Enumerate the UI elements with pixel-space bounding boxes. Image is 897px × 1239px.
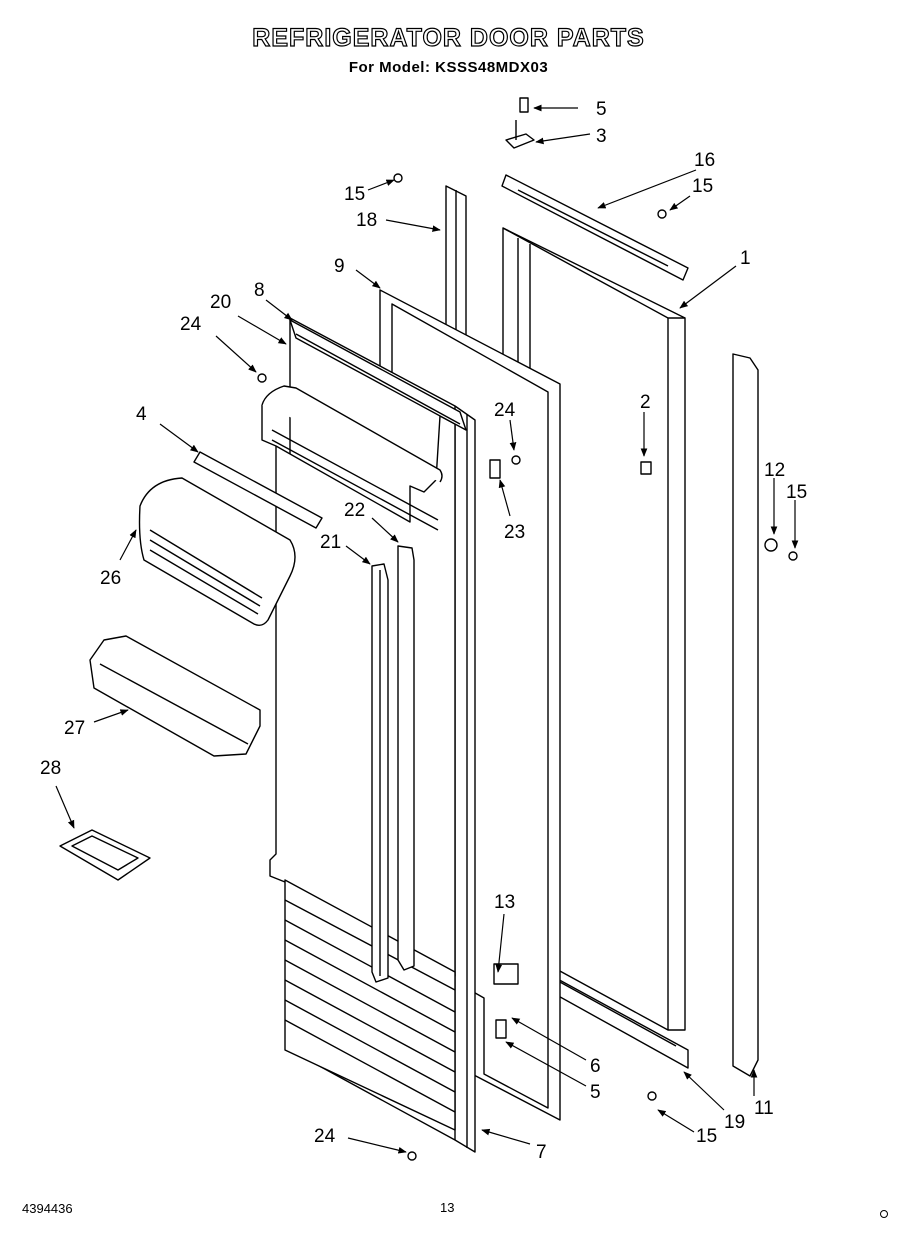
bottom-hinge-icon xyxy=(493,963,519,985)
clip-icon xyxy=(640,461,652,475)
callout-13: 13 xyxy=(494,892,515,913)
screw-icon xyxy=(657,209,667,219)
callout-15-bottom: 15 xyxy=(696,1126,717,1147)
callout-24-upper-left: 24 xyxy=(180,314,202,335)
screw-icon xyxy=(788,551,798,561)
callout-26: 26 xyxy=(100,568,121,589)
callout-5-top: 5 xyxy=(596,99,607,120)
callout-15-top-right: 15 xyxy=(692,176,713,197)
door-bin xyxy=(89,635,261,757)
shelf-retainer-21 xyxy=(371,563,389,983)
callout-7: 7 xyxy=(536,1142,547,1163)
callout-21: 21 xyxy=(320,532,341,553)
callout-9: 9 xyxy=(334,256,345,277)
screw-icon xyxy=(407,1151,417,1161)
callout-2: 2 xyxy=(640,392,651,413)
callout-27: 27 xyxy=(64,718,85,739)
callout-6: 6 xyxy=(590,1056,601,1077)
top-hinge xyxy=(505,97,535,149)
callout-18: 18 xyxy=(356,210,377,231)
screw-icon xyxy=(257,373,267,383)
registration-mark-icon xyxy=(880,1210,888,1218)
callout-24-center: 24 xyxy=(494,400,516,421)
washer-icon xyxy=(764,538,778,552)
screw-icon xyxy=(511,455,521,465)
callout-11: 11 xyxy=(754,1098,774,1119)
callout-24-bottom: 24 xyxy=(314,1126,336,1147)
leader-lines xyxy=(55,104,799,1154)
hinge-pin-icon xyxy=(495,1019,507,1039)
callout-5-bottom: 5 xyxy=(590,1082,601,1103)
callout-16: 16 xyxy=(694,150,715,171)
screw-icon xyxy=(393,173,403,183)
callout-1: 1 xyxy=(740,248,751,269)
shelf-retainer-22 xyxy=(397,545,415,971)
trim-strip xyxy=(732,353,759,1077)
callout-28: 28 xyxy=(40,758,61,779)
callout-4: 4 xyxy=(136,404,147,425)
top-channel xyxy=(501,174,689,281)
screw-icon xyxy=(647,1091,657,1101)
callout-8: 8 xyxy=(254,280,265,301)
page-number: 13 xyxy=(440,1200,455,1215)
document-number: 4394436 xyxy=(22,1201,73,1216)
egg-tray xyxy=(59,829,151,881)
callout-15-top-left: 15 xyxy=(344,184,365,205)
bracket-icon xyxy=(489,459,501,479)
dairy-guard xyxy=(193,451,323,529)
page-title: REFRIGERATOR DOOR PARTS xyxy=(252,23,645,52)
callout-12: 12 xyxy=(764,460,785,481)
dairy-door xyxy=(138,477,296,627)
page-subtitle: For Model: KSSS48MDX03 xyxy=(348,59,549,76)
callout-20: 20 xyxy=(210,292,231,313)
callout-23: 23 xyxy=(504,522,525,543)
top-cap xyxy=(289,319,467,431)
callout-22: 22 xyxy=(344,500,365,521)
door-frame xyxy=(261,385,456,1131)
callout-15-right: 15 xyxy=(786,482,807,503)
callout-3: 3 xyxy=(596,126,607,147)
callout-19: 19 xyxy=(724,1112,745,1133)
